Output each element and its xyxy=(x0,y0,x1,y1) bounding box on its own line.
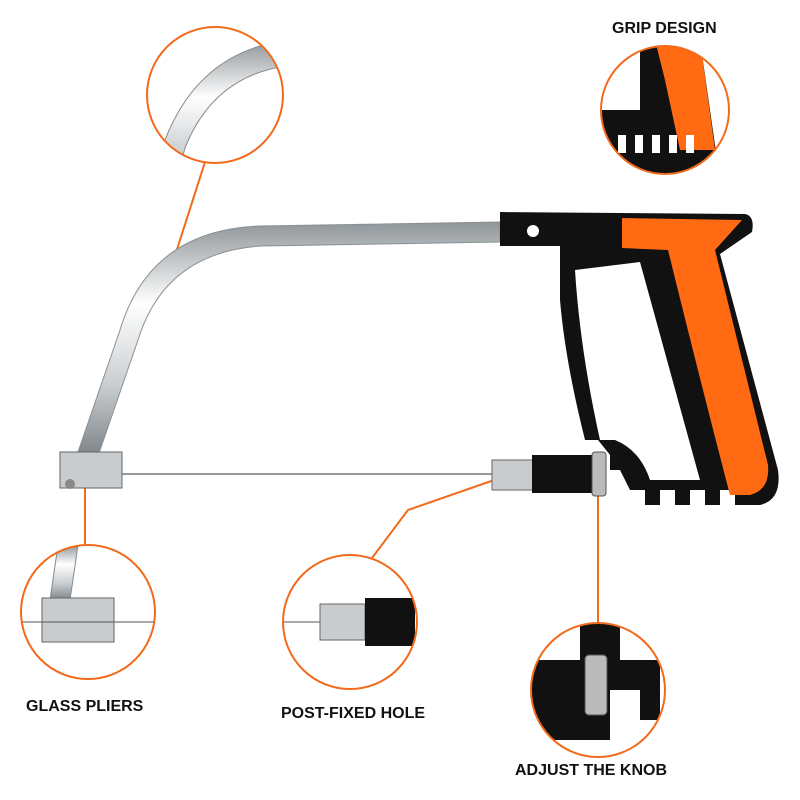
label-glass-pliers: GLASS PLIERS xyxy=(26,698,144,715)
detail-grip xyxy=(600,45,730,175)
detail-pliers xyxy=(20,544,156,680)
right-clamp xyxy=(491,451,607,497)
saw-handle xyxy=(500,212,779,505)
saw-frame xyxy=(77,221,501,457)
detail-hole xyxy=(282,554,418,690)
label-adjust-the-knob: ADJUST THE KNOB xyxy=(515,762,668,779)
detail-frame-bend xyxy=(146,26,284,164)
left-clamp xyxy=(59,451,123,489)
adjust-knob xyxy=(591,451,607,497)
callout-lines xyxy=(84,161,599,623)
label-post-fixed-hole: POST-FIXED HOLE xyxy=(281,705,426,722)
detail-knob xyxy=(530,622,666,758)
label-grip-design: GRIP DESIGN xyxy=(612,20,717,37)
